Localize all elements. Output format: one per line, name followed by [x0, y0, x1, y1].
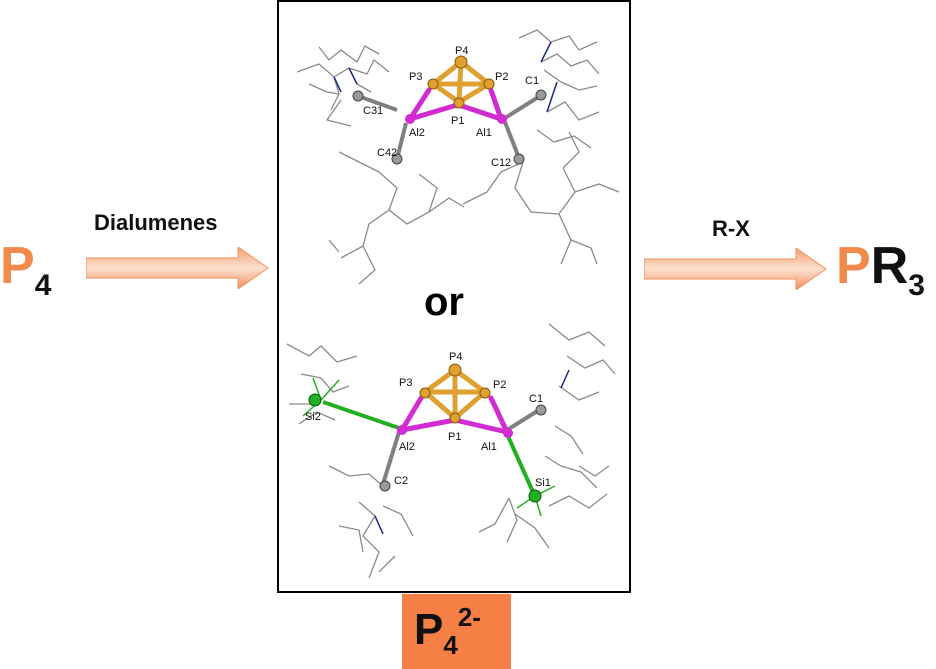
reagent-left-label: Dialumenes	[94, 210, 218, 235]
bottom-label-c1: C1	[529, 393, 543, 405]
reactant-element: P	[0, 237, 35, 295]
p4-dianion-badge: P42-	[402, 594, 511, 669]
top-c-al-bonds	[357, 94, 542, 160]
bottom-label-p4: P4	[449, 351, 462, 363]
bottom-heavy-bonds	[322, 400, 541, 493]
badge-element: P	[414, 605, 444, 654]
bottom-label-p3: P3	[399, 377, 412, 389]
structure-bottom: P4 P3 P2 C1 Si2 Al2 P1 Al1 C2 Si1	[286, 323, 616, 579]
or-label: or	[424, 280, 464, 324]
bottom-al-p-bonds	[399, 395, 510, 435]
top-atoms	[352, 55, 547, 165]
reactant-p4: P4	[0, 237, 51, 302]
bottom-label-p1: P1	[448, 431, 461, 443]
bottom-nitrogen-bonds	[374, 369, 570, 535]
top-label-p3: P3	[409, 71, 422, 83]
product-element-r: R	[870, 237, 909, 295]
bottom-label-al1: Al1	[481, 441, 497, 453]
bottom-atoms	[308, 363, 547, 503]
bottom-p-p-bonds	[422, 367, 488, 421]
top-label-al1: Al1	[476, 127, 492, 139]
bottom-label-p2: P2	[493, 379, 506, 391]
top-label-c12: C12	[491, 157, 511, 169]
top-atom-labels: P4 P3 P2 C1 C31 Al2 P1 Al1 C42 C12	[363, 45, 539, 169]
top-label-c31: C31	[363, 105, 383, 117]
top-label-al2: Al2	[409, 127, 425, 139]
bottom-label-c2: C2	[394, 475, 408, 487]
top-label-p1: P1	[451, 115, 464, 127]
top-label-c42: C42	[377, 147, 397, 159]
badge-subscript: 4	[443, 630, 458, 660]
reagent-right-label: R-X	[712, 216, 750, 241]
product-pr3: PR3	[836, 237, 925, 302]
top-label-p4: P4	[455, 45, 468, 57]
badge-formula: P42-	[414, 602, 481, 660]
product-subscript: 3	[908, 269, 925, 302]
bottom-label-si1: Si1	[535, 477, 551, 489]
reactant-subscript: 4	[34, 269, 52, 302]
structure-top: P4 P3 P2 C1 C31 Al2 P1 Al1 C42 C12	[296, 29, 620, 285]
right-arrow	[644, 248, 827, 290]
badge-superscript: 2-	[457, 602, 481, 632]
left-arrow	[86, 247, 269, 289]
bottom-label-al2: Al2	[399, 441, 415, 453]
bottom-ligand-lines	[286, 323, 616, 579]
bottom-label-si2: Si2	[305, 411, 321, 423]
bottom-atom-labels: P4 P3 P2 C1 Si2 Al2 P1 Al1 C2 Si1	[305, 351, 551, 489]
top-ligand-lines	[296, 29, 620, 285]
top-al-p-bonds	[407, 87, 504, 122]
top-label-c1: C1	[525, 75, 539, 87]
product-element-p: P	[836, 237, 871, 295]
top-nitrogen-bonds	[333, 41, 558, 113]
top-label-p2: P2	[495, 71, 508, 83]
